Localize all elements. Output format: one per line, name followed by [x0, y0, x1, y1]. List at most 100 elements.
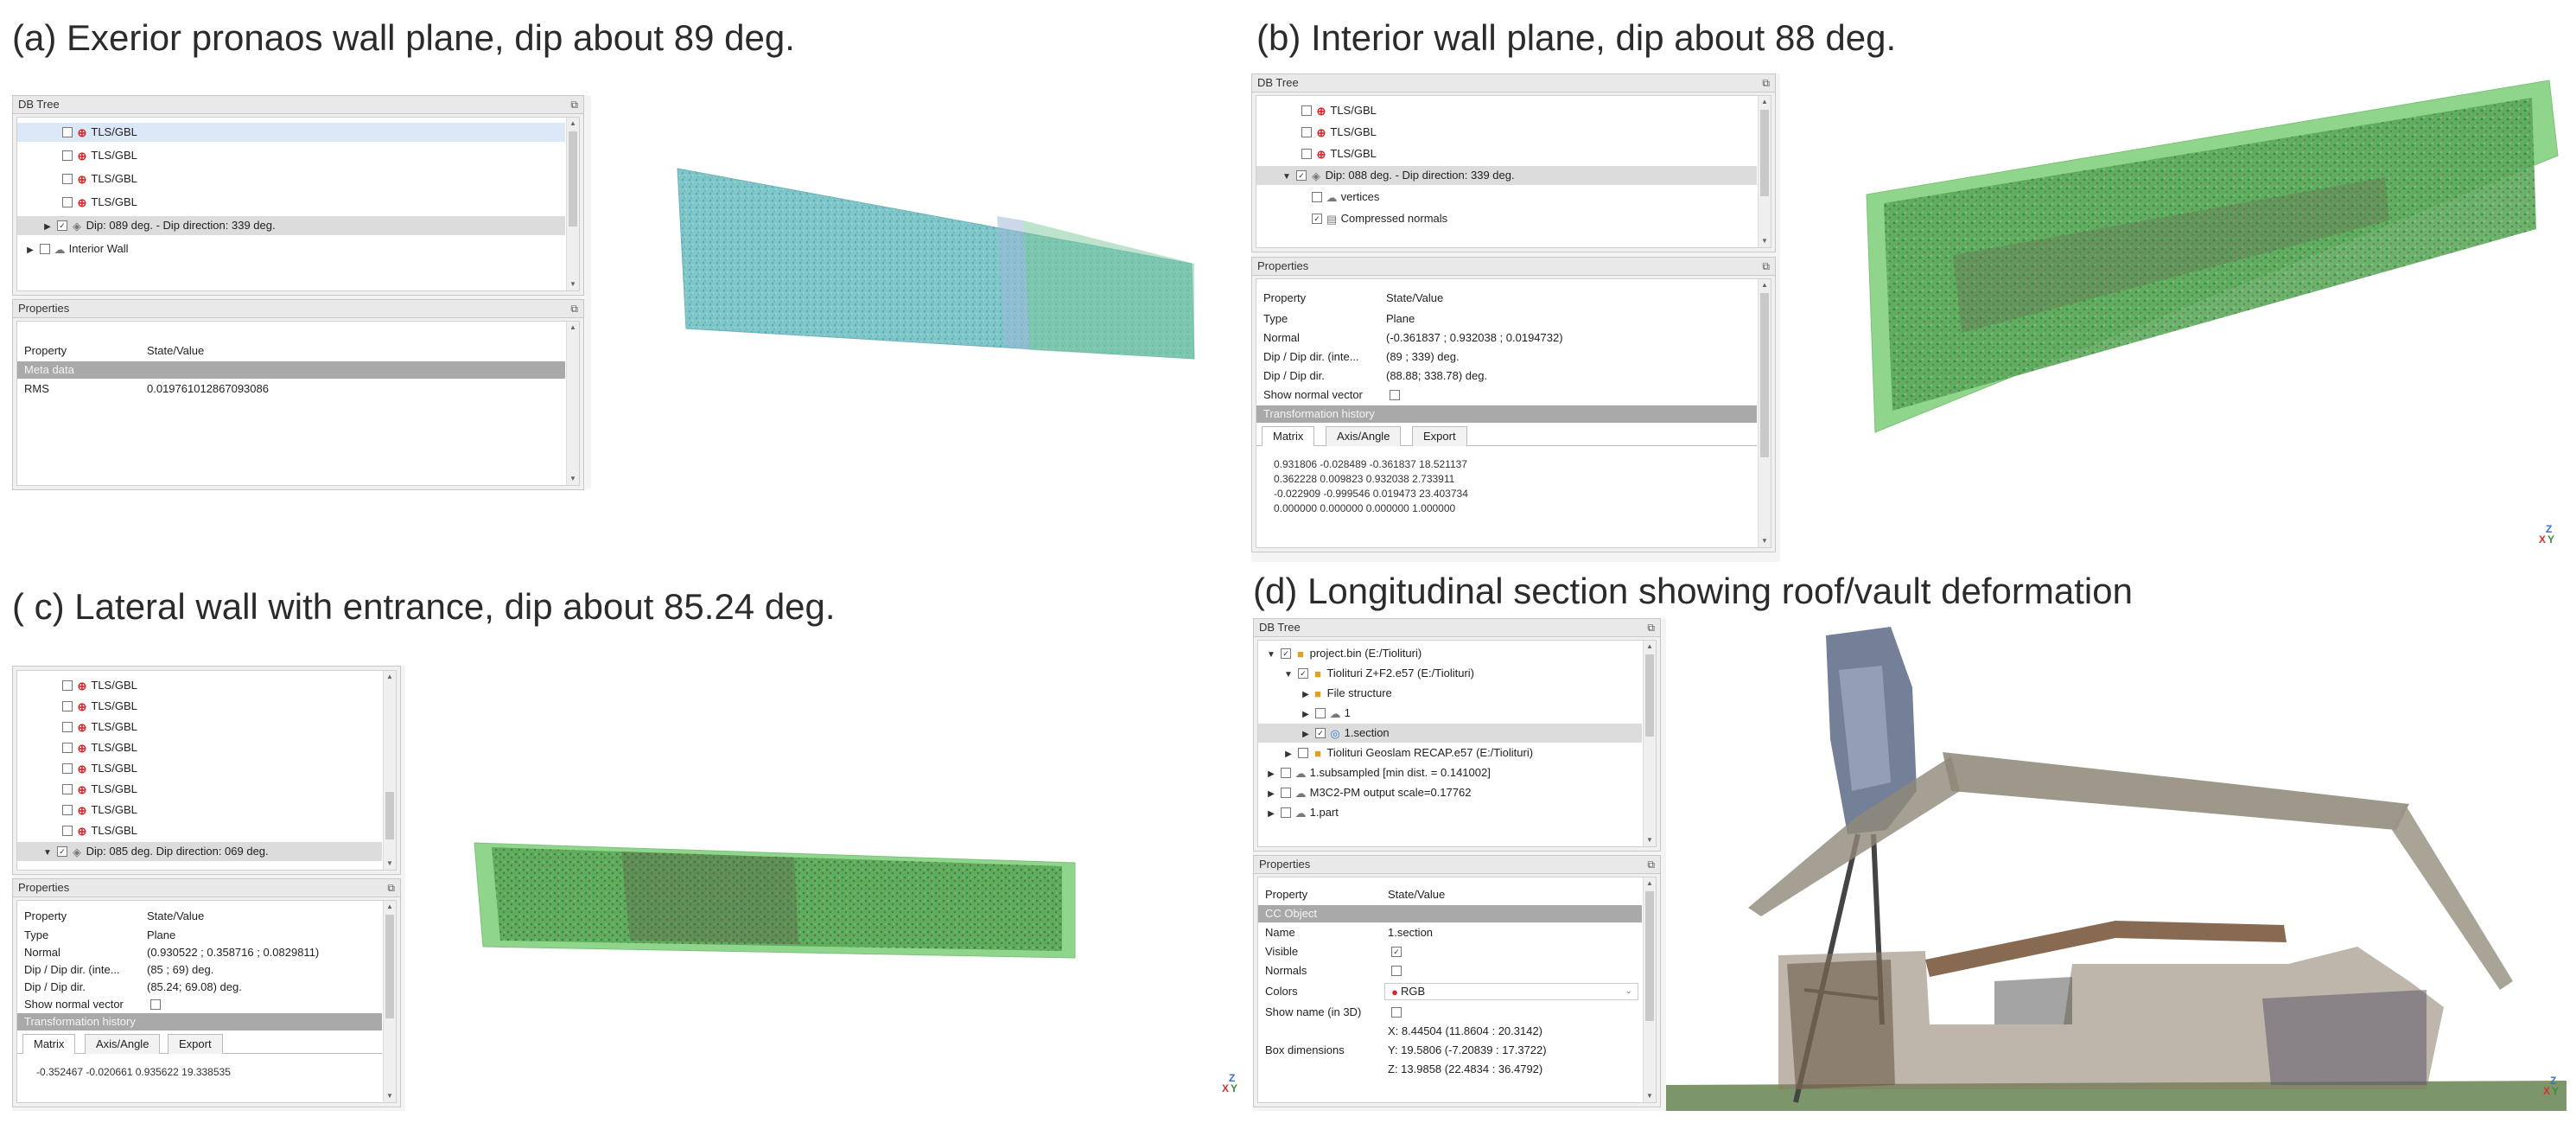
- expand-arrow-icon[interactable]: ▶: [1268, 809, 1275, 819]
- tree-row[interactable]: ⊕ TLS/GBL: [1256, 123, 1757, 142]
- expand-arrow-icon[interactable]: ▶: [1268, 789, 1275, 799]
- scroll-up-icon[interactable]: ▲: [569, 119, 576, 127]
- colors-select[interactable]: ●RGB⌄: [1384, 983, 1638, 1000]
- expand-arrow-icon[interactable]: ▶: [27, 246, 34, 255]
- scroll-up-icon[interactable]: ▲: [569, 323, 576, 331]
- scroll-up-icon[interactable]: ▲: [1646, 642, 1653, 650]
- expand-arrow-icon[interactable]: ▶: [1302, 710, 1309, 719]
- tree-row[interactable]: ⊕ TLS/GBL: [17, 738, 382, 757]
- 3d-viewport[interactable]: Z X Y: [405, 666, 1243, 1111]
- checkbox[interactable]: [62, 700, 73, 711]
- checkbox[interactable]: [62, 680, 73, 691]
- checkbox[interactable]: [62, 762, 73, 774]
- collapse-arrow-icon[interactable]: ▼: [43, 848, 52, 858]
- checkbox[interactable]: [40, 243, 50, 254]
- scroll-up-icon[interactable]: ▲: [1761, 98, 1768, 105]
- tree-row-selected[interactable]: ▶✓◎ 1.section: [1258, 724, 1642, 743]
- checkbox[interactable]: ✓: [57, 220, 67, 231]
- tab-axis-angle[interactable]: Axis/Angle: [85, 1034, 161, 1054]
- tree-row[interactable]: ⊕ TLS/GBL: [17, 801, 382, 820]
- scroll-thumb[interactable]: [385, 792, 394, 839]
- undock-icon[interactable]: ⧉: [570, 99, 578, 111]
- collapse-arrow-icon[interactable]: ▼: [1267, 650, 1275, 660]
- checkbox[interactable]: [62, 783, 73, 794]
- checkbox[interactable]: [150, 999, 161, 1010]
- checkbox[interactable]: [62, 742, 73, 753]
- checkbox[interactable]: ✓: [1298, 667, 1308, 679]
- checkbox[interactable]: [62, 196, 73, 207]
- tab-matrix[interactable]: Matrix: [1262, 426, 1315, 446]
- expand-arrow-icon[interactable]: ▶: [1285, 750, 1292, 759]
- scroll-thumb[interactable]: [569, 131, 577, 227]
- 3d-viewport[interactable]: Z X Y: [1780, 73, 2565, 562]
- checkbox[interactable]: [62, 804, 73, 815]
- tree-row[interactable]: ⊕ TLS/GBL: [17, 718, 382, 737]
- tree-scrollbar[interactable]: ▲▼: [566, 118, 579, 290]
- 3d-viewport[interactable]: Z X Y: [1666, 618, 2566, 1111]
- properties-scrollbar[interactable]: ▲▼: [383, 901, 396, 1102]
- undock-icon[interactable]: ⧉: [387, 882, 395, 894]
- tree-row[interactable]: ▶☁ 1.part: [1258, 803, 1642, 822]
- tree-scrollbar[interactable]: ▲▼: [1758, 96, 1771, 247]
- expand-arrow-icon[interactable]: ▶: [44, 222, 51, 232]
- show-normal-checkbox[interactable]: [147, 996, 164, 1013]
- scroll-down-icon[interactable]: ▼: [1761, 237, 1768, 245]
- checkbox[interactable]: [62, 126, 73, 137]
- expand-arrow-icon[interactable]: ▶: [1302, 690, 1309, 699]
- show-normal-checkbox[interactable]: [1386, 386, 1403, 404]
- tree-row[interactable]: ⊕ TLS/GBL: [17, 821, 382, 840]
- collapse-arrow-icon[interactable]: ▼: [1282, 172, 1291, 182]
- checkbox[interactable]: [1301, 105, 1312, 116]
- scroll-thumb[interactable]: [1645, 891, 1654, 1021]
- checkbox[interactable]: [1281, 807, 1291, 818]
- checkbox[interactable]: [1281, 767, 1291, 778]
- scroll-down-icon[interactable]: ▼: [1646, 1092, 1653, 1100]
- undock-icon[interactable]: ⧉: [1647, 622, 1655, 634]
- scroll-thumb[interactable]: [385, 915, 394, 1018]
- undock-icon[interactable]: ⧉: [1762, 77, 1770, 89]
- checkbox[interactable]: ✓: [1315, 727, 1326, 738]
- tree-row-selected[interactable]: ▼✓◈ Dip: 085 deg. Dip direction: 069 deg…: [17, 842, 382, 861]
- tree-row[interactable]: ⊕ TLS/GBL: [17, 146, 565, 165]
- tree-row-selected[interactable]: ▶✓◈ Dip: 089 deg. - Dip direction: 339 d…: [17, 216, 565, 235]
- checkbox[interactable]: ✓: [1281, 648, 1291, 659]
- checkbox[interactable]: [62, 150, 73, 161]
- checkbox[interactable]: [1391, 1006, 1402, 1018]
- undock-icon[interactable]: ⧉: [1647, 858, 1655, 871]
- checkbox[interactable]: ✓: [1312, 213, 1322, 224]
- checkbox[interactable]: ✓: [1391, 946, 1402, 957]
- scroll-down-icon[interactable]: ▼: [569, 475, 576, 482]
- checkbox[interactable]: [62, 721, 73, 732]
- tree-row[interactable]: ▶☁ Interior Wall: [17, 239, 565, 258]
- scroll-thumb[interactable]: [1645, 654, 1654, 737]
- checkbox[interactable]: [1312, 191, 1322, 202]
- tab-matrix[interactable]: Matrix: [22, 1034, 76, 1054]
- tree-row[interactable]: ⊕ TLS/GBL: [17, 169, 565, 188]
- tree-row[interactable]: ☁ vertices: [1256, 188, 1757, 207]
- 3d-viewport[interactable]: [591, 95, 1218, 488]
- properties-scrollbar[interactable]: ▲▼: [1643, 877, 1656, 1102]
- tab-axis-angle[interactable]: Axis/Angle: [1326, 426, 1402, 446]
- checkbox[interactable]: [1301, 126, 1312, 137]
- checkbox[interactable]: [62, 825, 73, 836]
- properties-scrollbar[interactable]: ▲▼: [1758, 279, 1771, 547]
- checkbox[interactable]: [1391, 965, 1402, 976]
- tree-row[interactable]: ▶☁ M3C2-PM output scale=0.17762: [1258, 783, 1642, 802]
- expand-arrow-icon[interactable]: ▶: [1302, 730, 1309, 739]
- scroll-up-icon[interactable]: ▲: [386, 673, 393, 680]
- tree-scrollbar[interactable]: ▲▼: [1643, 641, 1656, 846]
- scroll-up-icon[interactable]: ▲: [1761, 281, 1768, 289]
- tree-row[interactable]: ▶☁ 1.subsampled [min dist. = 0.141002]: [1258, 763, 1642, 782]
- checkbox[interactable]: [1390, 389, 1400, 400]
- checkbox[interactable]: ✓: [1296, 169, 1307, 181]
- scroll-down-icon[interactable]: ▼: [386, 859, 393, 867]
- tree-row[interactable]: ▶☁ 1: [1258, 704, 1642, 723]
- scroll-down-icon[interactable]: ▼: [1646, 836, 1653, 844]
- tree-row-selected[interactable]: ▼✓◈ Dip: 088 deg. - Dip direction: 339 d…: [1256, 166, 1757, 185]
- undock-icon[interactable]: ⧉: [1762, 260, 1770, 272]
- tree-row[interactable]: ▼✓■ Tiolituri Z+F2.e57 (E:/Tiolituri): [1258, 664, 1642, 683]
- scroll-thumb[interactable]: [1760, 293, 1769, 457]
- tree-row[interactable]: ⊕ TLS/GBL: [1256, 144, 1757, 163]
- scroll-down-icon[interactable]: ▼: [1761, 537, 1768, 545]
- tree-row[interactable]: ✓▤ Compressed normals: [1256, 209, 1757, 228]
